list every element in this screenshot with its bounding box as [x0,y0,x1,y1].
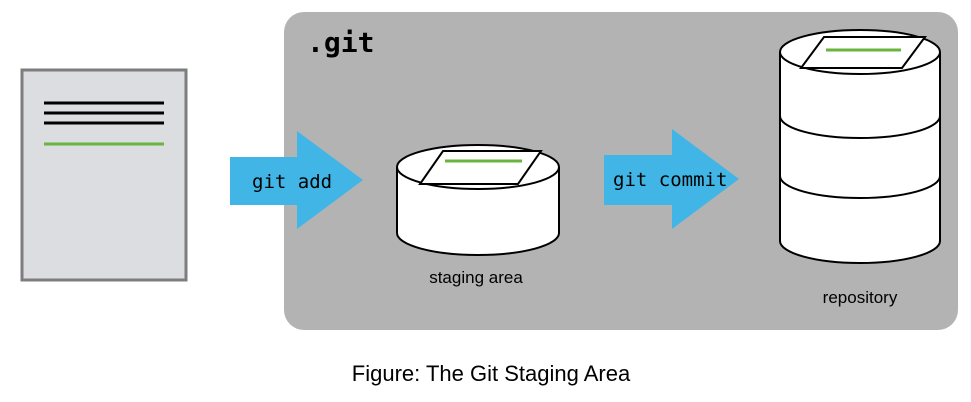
repository-cylinder [779,29,941,264]
git-commit-arrow: git commit [604,129,739,229]
git-directory-label: .git [307,26,374,59]
working-file-document [20,68,188,282]
repository-label: repository [823,288,898,307]
git-add-arrow: git add [230,131,363,229]
git-add-label: git add [252,171,332,193]
git-commit-label: git commit [613,169,727,191]
staging-area-label: staging area [429,268,523,287]
staged-snapshot-card [418,150,543,185]
staging-area-cylinder [396,144,560,256]
figure-caption: Figure: The Git Staging Area [352,361,631,386]
committed-snapshot-card [799,36,927,69]
